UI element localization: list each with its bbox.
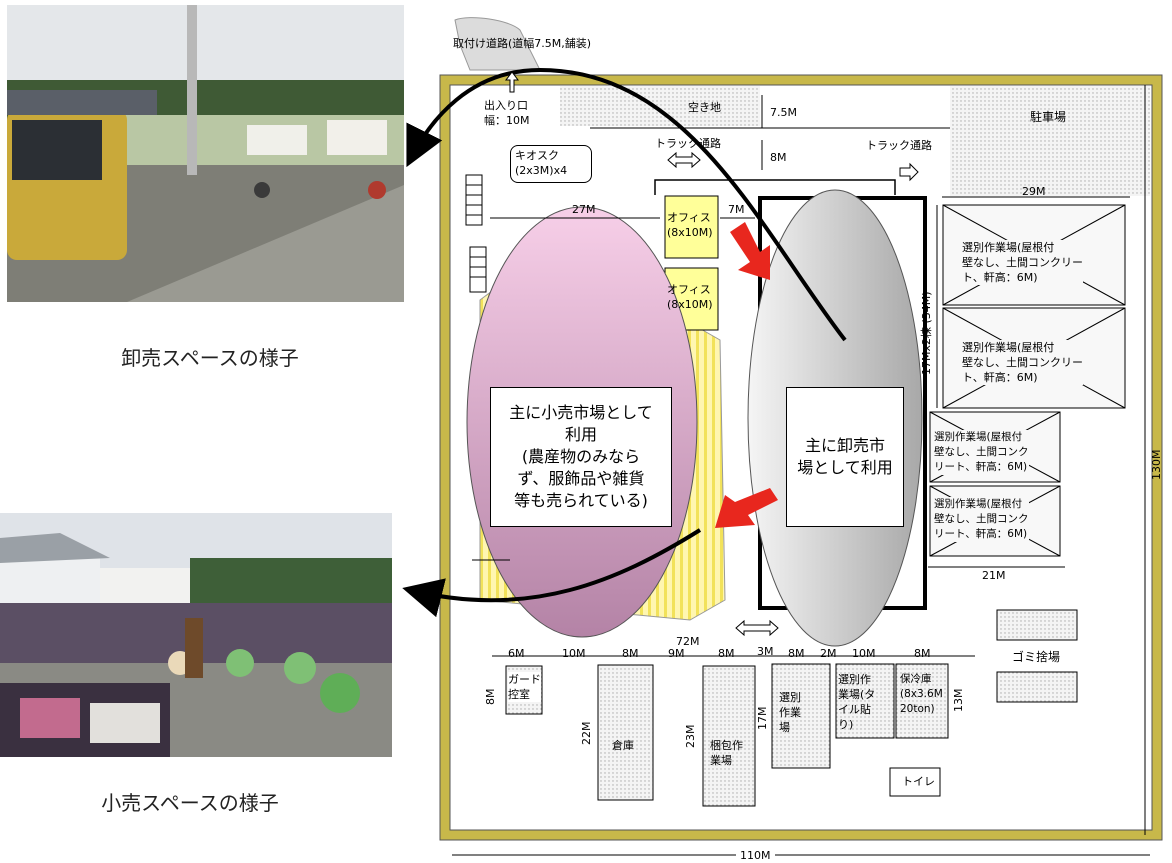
curve-arrow-wholesale — [406, 67, 847, 342]
perimeter-wall — [440, 75, 1162, 840]
sort-shed-2-label: 選別作業場(屋根付 壁なし、土間コンクリー ト、軒高：6M) — [962, 340, 1083, 385]
dim-bottom-0: 6M — [508, 647, 525, 660]
dim-27m: 27M — [572, 203, 596, 216]
sorting-tile-label: 選別作 業場(タ イル貼 り) — [838, 673, 876, 731]
office-1-label: オフィス (8x10M) — [667, 211, 713, 239]
dim-bottom-5: 3M — [757, 645, 774, 658]
packing-box — [702, 665, 756, 807]
dim-72m: 72M — [676, 635, 700, 648]
dim-bottom-8: 10M — [852, 647, 876, 660]
dim-130m: 130M — [1150, 449, 1163, 481]
entrance-label: 出入り口 幅：10M — [484, 98, 530, 128]
retail-photo — [0, 513, 392, 757]
sort-shed-3-label: 選別作業場(屋根付 壁なし、土間コンク リート、軒高：6M) — [934, 430, 1029, 475]
dim-7m: 7M — [728, 203, 745, 216]
curve-arrow-retail — [402, 528, 702, 618]
dim-bottom-6: 8M — [788, 647, 805, 660]
truck-lane-arrows — [667, 151, 919, 637]
red-arrow-1 — [730, 222, 770, 280]
garbage-box-1 — [996, 609, 1078, 641]
parking-label: 駐車場 — [1030, 110, 1067, 124]
access-road-shape — [454, 17, 541, 71]
dim-7-5m: 7.5M — [770, 106, 797, 119]
wholesale-caption: 卸売スペースの様子 — [121, 346, 299, 370]
kiosk-label: キオスク (2x3M)x4 — [510, 145, 592, 183]
guard-room-label: ガード 控室 — [508, 672, 541, 702]
dim-29m: 29M — [1022, 185, 1046, 198]
dim-8m-top: 8M — [770, 151, 787, 164]
cold-storage-label: 保冷庫 (8x3.6M 20ton) — [900, 673, 943, 715]
red-arrow-2 — [715, 488, 778, 528]
truck-lane-label-1: トラック通路 — [655, 137, 721, 150]
office-1-box — [664, 195, 719, 259]
garbage-box-2 — [996, 671, 1078, 703]
packing-label: 梱包作 業場 — [710, 739, 743, 767]
dim-22m: 22M — [580, 721, 593, 746]
warehouse-box — [597, 664, 654, 801]
cold-storage-box — [895, 663, 949, 739]
dim-17m: 17M — [756, 706, 769, 731]
toilet-box — [889, 767, 941, 797]
dim-23m: 23M — [684, 724, 697, 749]
dim-110m: 110M — [736, 848, 775, 863]
truck-lane-label-2: トラック通路 — [866, 139, 932, 152]
toilet-label: トイレ — [902, 775, 935, 788]
dim-13m: 13M — [952, 688, 965, 713]
access-road-label: 取付け道路(道幅7.5M,舗装) — [453, 37, 592, 50]
retail-caption: 小売スペースの様子 — [101, 791, 279, 815]
vacant-lot-area — [560, 86, 760, 126]
kiosk-icons — [465, 174, 487, 293]
dim-bottom-2: 8M — [622, 647, 639, 660]
retail-use-label: 主に小売市場として 利用 (農産物のみなら ず、服飾品や雑貨 等も売られている) — [490, 387, 672, 527]
office-2-label: オフィス (8x10M) — [667, 283, 713, 311]
dim-bottom-4: 8M — [718, 647, 735, 660]
warehouse-label: 倉庫 — [612, 739, 634, 752]
wholesale-use-label: 主に卸売市 場として利用 — [786, 387, 904, 527]
entrance-arrow — [505, 71, 519, 93]
garbage-label: ゴミ捨場 — [1012, 650, 1061, 664]
sorting-tile-box — [835, 663, 895, 739]
sort-shed-4-label: 選別作業場(屋根付 壁なし、土間コンク リート、軒高：6M) — [934, 497, 1029, 542]
dim-bottom-9: 8M — [914, 647, 931, 660]
dim-21m: 21M — [982, 569, 1006, 582]
parking-area — [950, 86, 1150, 196]
dim-bottom-3: 9M — [668, 647, 685, 660]
wholesale-photo — [7, 5, 404, 302]
dim-bottom-1: 10M — [562, 647, 586, 660]
vacant-lot-label: 空き地 — [688, 101, 721, 114]
dim-8m-guard: 8M — [484, 688, 497, 706]
dim-17m-2: 17Mx2棟 (34M) — [920, 291, 933, 375]
dim-bottom-7: 2M — [820, 647, 837, 660]
sorting-small-label: 選別 作業 場 — [779, 691, 801, 734]
sort-shed-1-label: 選別作業場(屋根付 壁なし、土間コンクリー ト、軒高：6M) — [962, 240, 1083, 285]
sorting-small-box — [771, 663, 831, 769]
